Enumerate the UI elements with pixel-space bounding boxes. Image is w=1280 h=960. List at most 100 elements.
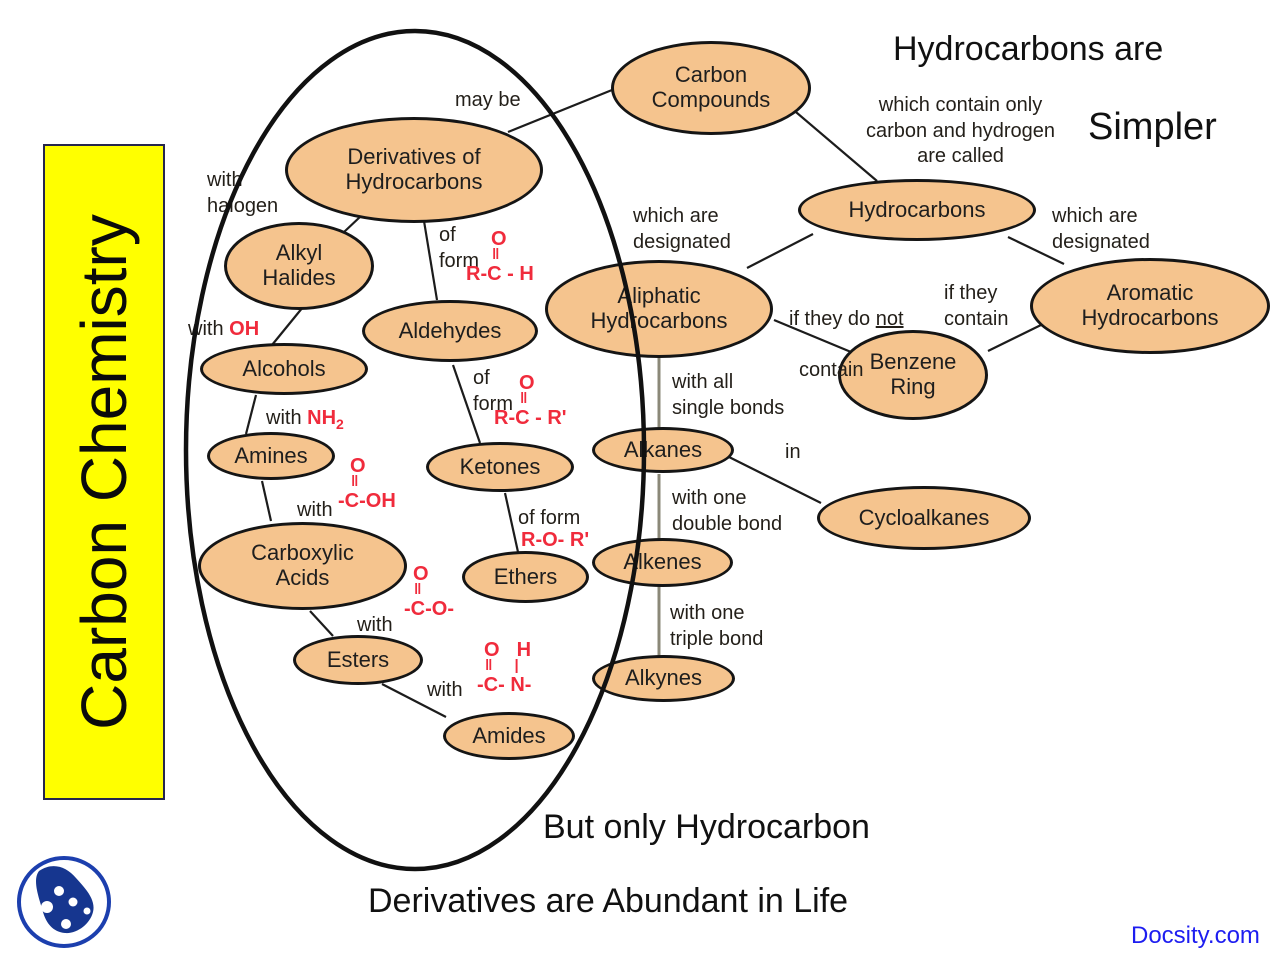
node-label: Aliphatic Hydrocarbons <box>590 283 728 333</box>
node-cycloalkanes: Cycloalkanes <box>817 486 1031 550</box>
node-alkynes: Alkynes <box>592 655 735 702</box>
caption-but-only: But only Hydrocarbon <box>543 808 870 846</box>
caption-simpler: Simpler <box>1088 106 1217 148</box>
single-bond: | <box>514 657 519 674</box>
node-aliphatic-hydrocarbons: Aliphatic Hydrocarbons <box>545 260 773 358</box>
formula-coh: O ‖ -C-OH <box>338 456 396 511</box>
node-label: Alkenes <box>623 549 702 575</box>
edge-label-in: in <box>785 441 801 463</box>
formula-oh: OH <box>229 318 260 340</box>
edge-label-with-co: with <box>357 614 393 636</box>
node-label: Amines <box>234 442 308 468</box>
node-label: Amides <box>472 722 546 748</box>
formula-oxygen: O <box>350 455 366 477</box>
node-derivatives-of-hydrocarbons: Derivatives of Hydrocarbons <box>285 117 543 223</box>
edge-label-designated-right: which are designated <box>1052 205 1150 253</box>
edge-label-if-not: if they do not contain <box>789 281 904 409</box>
formula-co: O ‖ -C-O- <box>404 564 454 619</box>
node-label: Aromatic Hydrocarbons <box>1081 280 1219 330</box>
node-alkyl-halides: Alkyl Halides <box>224 222 374 310</box>
double-bond: ‖ <box>492 246 500 263</box>
edge-label-if-not-line1: if they do not <box>789 307 904 333</box>
formula-oxygen: O <box>491 228 507 250</box>
edge-line <box>260 480 273 522</box>
node-label: Carbon Compounds <box>651 62 771 112</box>
node-alkenes: Alkenes <box>592 538 733 587</box>
nh2-base: NH <box>307 407 337 429</box>
formula-main: R-O- R' <box>521 529 590 551</box>
double-bond: ‖ <box>520 390 528 407</box>
edge-label-with-coh: with <box>297 499 333 521</box>
docsity-watermark-link[interactable]: Docsity.com <box>1131 922 1260 949</box>
node-label: Esters <box>326 646 390 672</box>
node-alcohols: Alcohols <box>200 343 368 395</box>
node-amines: Amines <box>207 432 335 480</box>
edge-line <box>422 220 439 301</box>
caption-hydrocarbons-are: Hydrocarbons are <box>893 30 1164 68</box>
page-title: Carbon Chemistry <box>68 214 140 730</box>
formula-main: -C- N- <box>477 674 532 696</box>
node-ethers: Ethers <box>462 551 589 603</box>
title-banner: Carbon Chemistry <box>43 144 165 800</box>
node-benzene-ring: Benzene Ring <box>838 330 988 420</box>
formula-rcr: O ‖ R-C - R' <box>494 373 567 428</box>
node-label: Hydrocarbons <box>848 196 986 222</box>
node-label: Benzene Ring <box>869 349 957 399</box>
node-ketones: Ketones <box>426 442 574 492</box>
node-label: Ethers <box>493 563 558 589</box>
edge-label-with-halogen: with halogen <box>207 169 279 217</box>
double-bond: ‖ <box>414 581 422 598</box>
edge-line <box>271 306 304 346</box>
edge-line <box>244 394 258 435</box>
node-amides: Amides <box>443 712 575 760</box>
node-label: Cycloalkanes <box>858 504 990 530</box>
edge-label-if-not-line2: contain <box>799 358 864 381</box>
edge-label-may-be: may be <box>455 89 521 111</box>
edge-line <box>746 233 814 269</box>
edge-label-with-oh: with OH <box>188 317 259 343</box>
node-label: Aldehydes <box>398 317 502 343</box>
edge-label-with-cn: with <box>427 679 463 701</box>
double-bond: ‖ <box>485 657 493 674</box>
formula-oxygen: O <box>413 563 429 585</box>
formula-ror: R-O- R' <box>521 528 589 550</box>
with-text: with <box>266 407 302 429</box>
edge-line <box>343 215 362 233</box>
nh2-sub: 2 <box>336 416 344 432</box>
edge-label-with-all-single: with all single bonds <box>672 371 785 419</box>
double-bond: ‖ <box>351 473 359 490</box>
formula-hydrogen: H <box>516 639 532 661</box>
node-label: Carboxylic Acids <box>251 540 354 590</box>
node-esters: Esters <box>293 635 423 685</box>
if-not-prefix: if they do <box>789 307 876 330</box>
node-label: Alkyl Halides <box>262 240 336 290</box>
edge-line <box>507 88 613 134</box>
formula-main: R-C - R' <box>494 407 567 429</box>
edge-label-with-nh2: with NH2 <box>266 406 344 434</box>
formula-main: R-C - H <box>466 263 534 285</box>
formula-oxygen: O <box>519 372 535 394</box>
node-label: Ketones <box>459 453 541 479</box>
edge-label-if-contain: if they contain <box>944 282 1009 330</box>
edge-label-with-one-double: with one double bond <box>672 487 783 535</box>
formula-nh2: NH2 <box>307 407 344 432</box>
edge-label-with-one-triple: with one triple bond <box>670 602 764 650</box>
edge-label-contain-only: which contain only carbon and hydrogen a… <box>865 94 1056 168</box>
edge-label-designated-left: which are designated <box>633 205 731 253</box>
node-label: Alkanes <box>623 436 703 462</box>
edge-line <box>503 492 520 553</box>
node-hydrocarbons: Hydrocarbons <box>798 179 1036 241</box>
node-aldehydes: Aldehydes <box>362 300 538 362</box>
ocarina-logo-icon <box>17 856 111 948</box>
formula-main: -C-OH <box>338 490 396 512</box>
formula-rch: O ‖ R-C - H <box>466 229 534 284</box>
node-aromatic-hydrocarbons: Aromatic Hydrocarbons <box>1030 258 1270 354</box>
node-alkanes: Alkanes <box>592 427 734 473</box>
caption-derivatives-abundant: Derivatives are Abundant in Life <box>368 882 849 920</box>
edge-line <box>309 610 334 637</box>
formula-main: -C-O- <box>404 598 454 620</box>
with-text: with <box>188 318 224 340</box>
